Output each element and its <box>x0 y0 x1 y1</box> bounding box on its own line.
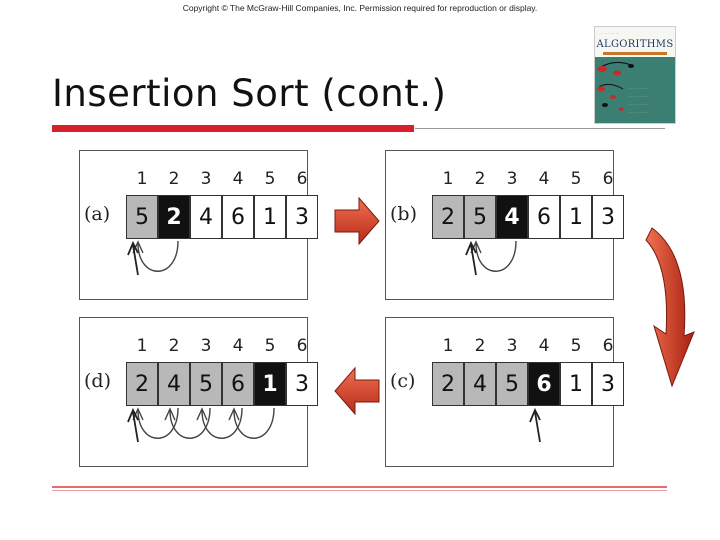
slide-title: Insertion Sort (cont.) <box>52 72 447 115</box>
title-underline-rule <box>415 128 665 129</box>
book-small-text: · · · · · · · · <box>601 31 620 36</box>
arrowhead-icon <box>132 407 144 421</box>
arrowhead-icon <box>132 240 144 254</box>
array-cell: 1 <box>560 362 592 406</box>
array-index: 5 <box>570 169 582 189</box>
array-cell: 1 <box>254 362 286 406</box>
array-cell: 3 <box>286 195 318 239</box>
book-edition-band <box>603 52 667 55</box>
book-author-line: · · · · · · · · · <box>629 111 648 115</box>
shift-arrows <box>127 407 275 443</box>
book-title: ALGORITHMS <box>596 39 674 50</box>
shift-arrows <box>465 240 517 276</box>
array-cell: 6 <box>222 362 254 406</box>
array-cell: 3 <box>592 362 624 406</box>
array-cell: 6 <box>222 195 254 239</box>
array-index: 2 <box>168 169 180 189</box>
array-cell: 2 <box>432 362 464 406</box>
curved-down-arrow-icon <box>645 227 695 388</box>
shift-arc <box>475 240 517 272</box>
array-cell: 5 <box>496 362 528 406</box>
array-cell: 5 <box>126 195 158 239</box>
panel-label: (d) <box>84 370 111 392</box>
array-index: 4 <box>538 169 550 189</box>
array-index: 3 <box>200 336 212 356</box>
array-cell: 4 <box>464 362 496 406</box>
array-index: 6 <box>602 169 614 189</box>
array-cell: 1 <box>254 195 286 239</box>
insert-arrow-icon <box>127 240 139 276</box>
panel-label: (a) <box>84 203 111 225</box>
panel-label: (b) <box>390 203 417 225</box>
array-cell: 2 <box>158 195 190 239</box>
title-underline-bar <box>52 125 414 132</box>
array-cell: 5 <box>190 362 222 406</box>
array-index: 4 <box>232 336 244 356</box>
insert-arrow-icon <box>465 240 477 276</box>
insert-arrow-icon <box>529 407 541 443</box>
book-author-line: · · · · · · · · · <box>629 95 648 99</box>
array-cell: 2 <box>432 195 464 239</box>
array-index: 6 <box>602 336 614 356</box>
array-index: 5 <box>570 336 582 356</box>
array-index: 3 <box>506 336 518 356</box>
array-index: 3 <box>506 169 518 189</box>
array-index: 6 <box>296 169 308 189</box>
array-index: 5 <box>264 169 276 189</box>
footer-rule <box>52 486 667 488</box>
shift-arc <box>169 407 211 439</box>
array-index: 1 <box>136 336 148 356</box>
copyright-notice: Copyright © The McGraw-Hill Companies, I… <box>182 3 538 13</box>
array-index: 4 <box>232 169 244 189</box>
array-index: 6 <box>296 336 308 356</box>
arrowhead-icon <box>164 407 176 421</box>
array-index: 1 <box>442 336 454 356</box>
shift-arc <box>137 407 179 439</box>
array-cell: 2 <box>126 362 158 406</box>
array-cell: 4 <box>190 195 222 239</box>
shift-arc <box>201 407 243 439</box>
right-arrow-icon <box>334 196 380 246</box>
shift-arrows <box>127 240 179 276</box>
array-cell: 3 <box>286 362 318 406</box>
array-cell: 6 <box>528 362 560 406</box>
array-index: 2 <box>474 169 486 189</box>
book-author-line: · · · · · · · · · <box>629 87 648 91</box>
panel-label: (c) <box>390 370 416 392</box>
array-cell: 3 <box>592 195 624 239</box>
array-cell: 1 <box>560 195 592 239</box>
array-index: 3 <box>200 169 212 189</box>
array-index: 1 <box>136 169 148 189</box>
insert-arrow-icon <box>127 407 139 443</box>
array-cell: 4 <box>496 195 528 239</box>
book-mobile-art: · · · · · · · · · · · · · · · · · · · · … <box>595 57 675 123</box>
arrowhead-icon <box>470 240 482 254</box>
array-cell: 6 <box>528 195 560 239</box>
arrowhead-icon <box>228 407 240 421</box>
shift-arc <box>137 240 179 272</box>
array-index: 2 <box>168 336 180 356</box>
footer-rule-thin <box>52 490 667 491</box>
book-author-line: · · · · · · · · · <box>629 103 648 107</box>
array-cell: 4 <box>158 362 190 406</box>
array-index: 1 <box>442 169 454 189</box>
arrowhead-icon <box>196 407 208 421</box>
book-cover-image: · · · · · · · · ALGORITHMS · · · · · · ·… <box>594 26 676 124</box>
array-index: 2 <box>474 336 486 356</box>
left-arrow-icon <box>334 366 380 416</box>
array-index: 4 <box>538 336 550 356</box>
array-index: 5 <box>264 336 276 356</box>
array-cell: 5 <box>464 195 496 239</box>
shift-arrows <box>529 407 541 443</box>
shift-arc <box>233 407 275 439</box>
